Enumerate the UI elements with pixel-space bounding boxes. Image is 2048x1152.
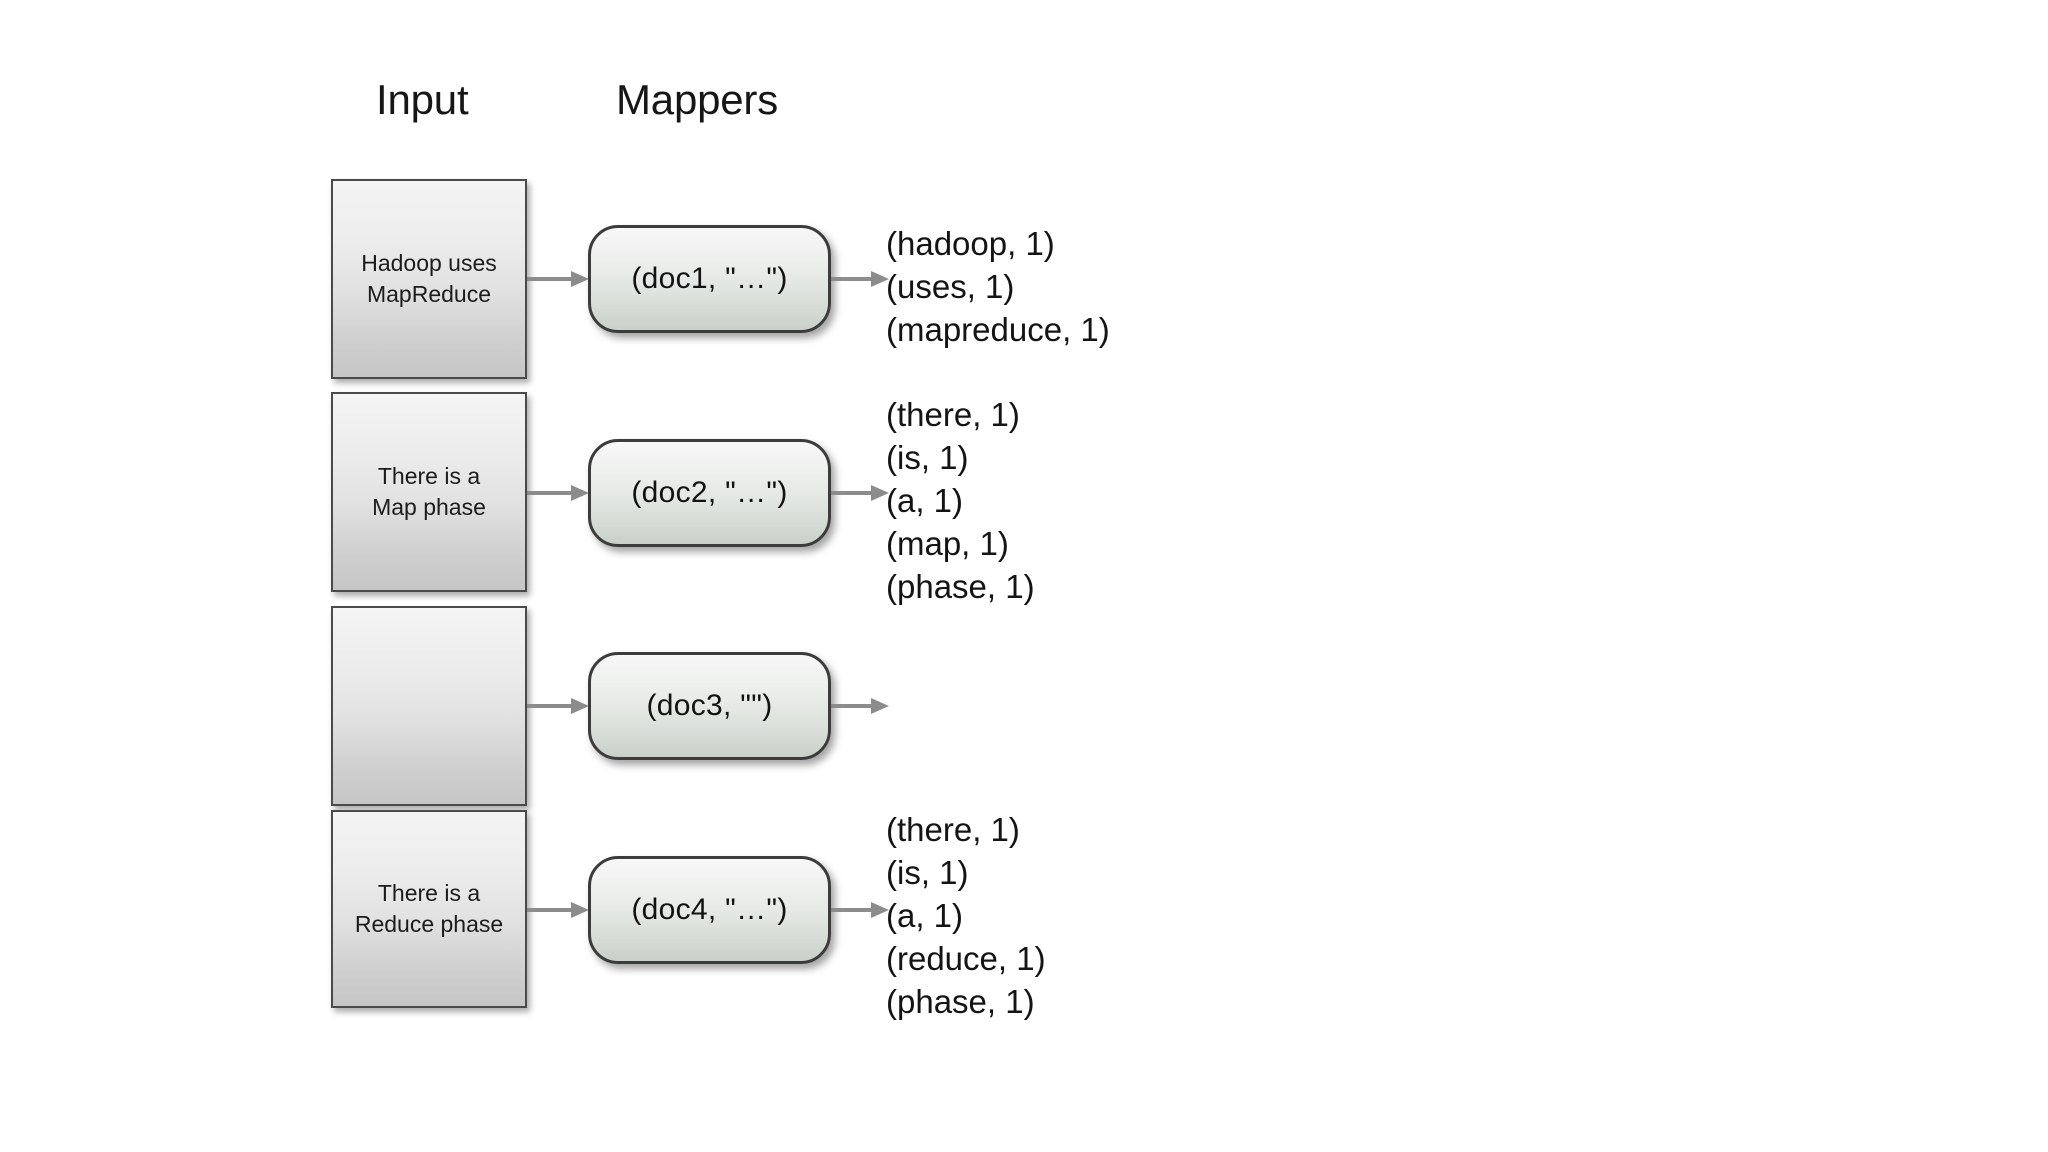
output-pair: (mapreduce, 1) (886, 311, 1110, 348)
arrow-input-to-mapper (527, 268, 591, 290)
column-header-mappers: Mappers (616, 76, 779, 123)
mapper-label: (doc4, "…") (631, 893, 788, 926)
arrow-input-to-mapper (527, 482, 591, 504)
mapper-output-list: (hadoop, 1) (uses, 1) (mapreduce, 1) (886, 222, 1110, 351)
mapper-label: (doc2, "…") (631, 476, 788, 509)
mapper-node: (doc4, "…") (588, 856, 831, 964)
mapper-output-list: (there, 1) (is, 1) (a, 1) (reduce, 1) (p… (886, 808, 1046, 1023)
input-document-box: There is a Map phase (331, 392, 527, 592)
input-document-box: There is a Reduce phase (331, 810, 527, 1008)
output-pair: (phase, 1) (886, 568, 1035, 605)
arrow-input-to-mapper (527, 899, 591, 921)
output-pair: (reduce, 1) (886, 940, 1046, 977)
mapper-node: (doc1, "…") (588, 225, 831, 333)
input-document-box-empty (331, 606, 527, 806)
output-pair: (uses, 1) (886, 268, 1015, 305)
column-header-input: Input (376, 76, 469, 123)
arrow-input-to-mapper (527, 695, 591, 717)
mapper-label: (doc3, "") (646, 689, 773, 722)
input-document-text: There is a Map phase (372, 463, 486, 520)
output-pair: (a, 1) (886, 897, 964, 934)
mapper-output-list: (there, 1) (is, 1) (a, 1) (map, 1) (phas… (886, 393, 1035, 608)
output-pair: (phase, 1) (886, 983, 1035, 1020)
output-pair: (a, 1) (886, 482, 964, 519)
output-pair: (is, 1) (886, 854, 969, 891)
output-pair: (hadoop, 1) (886, 225, 1055, 262)
mapper-label: (doc1, "…") (631, 262, 788, 295)
mapper-node: (doc2, "…") (588, 439, 831, 547)
input-document-text: There is a Reduce phase (354, 880, 504, 937)
output-pair: (there, 1) (886, 811, 1020, 848)
mapper-node: (doc3, "") (588, 652, 831, 760)
input-document-box: Hadoop uses MapReduce (331, 179, 527, 379)
arrow-mapper-to-output (831, 482, 891, 504)
input-document-text: Hadoop uses MapReduce (361, 250, 497, 307)
arrow-mapper-to-output (831, 899, 891, 921)
arrow-mapper-to-output (831, 268, 891, 290)
output-pair: (is, 1) (886, 439, 969, 476)
output-pair: (map, 1) (886, 525, 1009, 562)
output-pair: (there, 1) (886, 396, 1020, 433)
arrow-mapper-to-output-empty (831, 695, 891, 717)
